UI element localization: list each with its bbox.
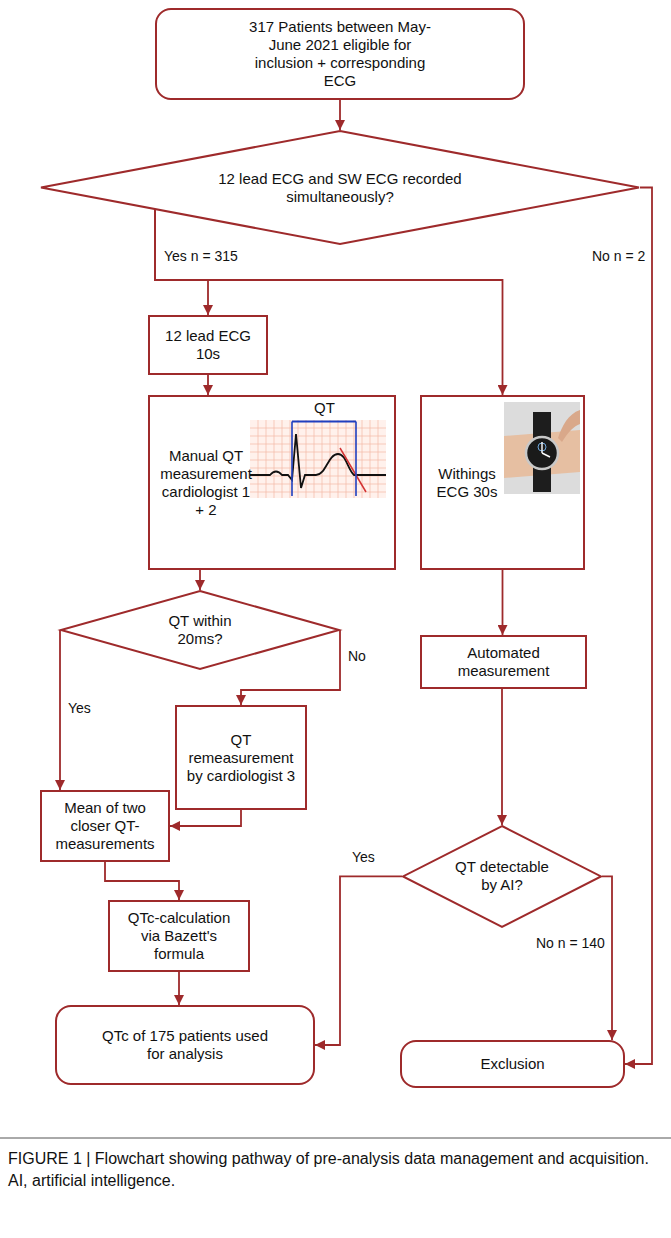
text-group: 12 lead ECG and SW ECG recorded simultan…: [190, 170, 490, 206]
node-text: Manual QT measurement cardiologist 1 + 2: [156, 447, 256, 519]
text-group: Withings ECG 30s: [428, 465, 506, 501]
text-group: Mean of two closer QT-measurements: [49, 799, 161, 853]
flow-connector: [602, 876, 612, 1040]
text-group: Exclusion: [480, 1055, 544, 1073]
edge-label: No n = 2: [590, 248, 647, 265]
node-text: QT remeasurement by cardiologist 3: [184, 731, 298, 785]
text-group: 12 lead ECG 10s: [157, 327, 259, 363]
terminal-box: QTc of 175 patients used for analysis: [55, 1005, 315, 1085]
flow-connector: [502, 570, 504, 635]
node-text: Automated measurement: [429, 644, 578, 680]
node-text: 317 Patients between May-June 2021 eligi…: [240, 18, 440, 90]
connector-group: [60, 100, 652, 1064]
node-text: Withings ECG 30s: [428, 465, 506, 501]
node-text: QTc-calculation via Bazett's formula: [117, 909, 241, 963]
text-group: Automated measurement: [429, 644, 578, 680]
flow-connector: [178, 972, 180, 1005]
text-group: Manual QT measurement cardiologist 1 + 2: [156, 447, 256, 519]
diamond-shape: [61, 591, 339, 669]
flow-connector: [501, 689, 503, 825]
process-box: Manual QT measurement cardiologist 1 + 2: [148, 395, 396, 570]
terminal-box: 317 Patients between May-June 2021 eligi…: [155, 8, 525, 100]
watch-hand: [541, 442, 542, 453]
process-box: Withings ECG 30s: [420, 395, 585, 570]
node-text: QT detectable by AI?: [447, 858, 557, 894]
process-box: QT remeasurement by cardiologist 3: [175, 705, 307, 810]
decision-diamond: 12 lead ECG and SW ECG recorded simultan…: [40, 130, 640, 245]
flow-connector: [199, 570, 201, 590]
caption-rule: [0, 1138, 671, 1139]
flow-connector: [105, 862, 179, 900]
watch-case: [526, 437, 558, 469]
edge-label: No n = 140: [534, 935, 607, 952]
node-text: 12 lead ECG 10s: [157, 327, 259, 363]
flow-connector: [339, 100, 341, 130]
qt-end-marker: [355, 422, 357, 497]
edge-label: Yes: [350, 849, 377, 866]
edge-label: No: [346, 648, 368, 665]
photo-background: [504, 402, 580, 494]
text-group: QT remeasurement by cardiologist 3: [184, 731, 298, 785]
text-group: QT detectable by AI?: [447, 858, 557, 894]
process-box: 12 lead ECG 10s: [148, 315, 268, 375]
decision-diamond: QT within 20ms?: [60, 590, 340, 670]
flow-connector: [315, 876, 402, 1045]
diamond-shape: [403, 826, 601, 927]
edge-label: Yes: [66, 700, 93, 717]
process-box: QTc-calculation via Bazett's formula: [108, 900, 250, 972]
decision-diamond: QT detectable by AI?: [402, 825, 602, 928]
ecg-paper: [250, 420, 386, 498]
node-text: Mean of two closer QT-measurements: [49, 799, 161, 853]
diamond-shape: [41, 131, 639, 244]
watch-hand: [542, 453, 550, 457]
terminal-box: Exclusion: [400, 1040, 625, 1088]
qt-start-marker: [291, 422, 293, 497]
ecg-grid: [250, 420, 386, 498]
flow-connector: [170, 810, 241, 826]
watch-photo: [504, 402, 580, 494]
node-text: QTc of 175 patients used for analysis: [100, 1027, 270, 1063]
flow-connector: [625, 188, 652, 1065]
process-box: Automated measurement: [420, 635, 587, 689]
interval-label: QT: [312, 399, 337, 417]
node-text: 12 lead ECG and SW ECG recorded simultan…: [190, 170, 490, 206]
node-text: QT within 20ms?: [155, 612, 245, 648]
finger: [558, 410, 580, 442]
edge-label: Yes n = 315: [162, 248, 240, 265]
figure-caption: FIGURE 1 | Flowchart showing pathway of …: [8, 1148, 663, 1191]
tangent-line: [340, 448, 366, 492]
ecg-illustration: [250, 420, 386, 498]
ecg-trace: [250, 434, 386, 488]
text-group: QTc-calculation via Bazett's formula: [117, 909, 241, 963]
qt-interval-bar: [292, 421, 356, 423]
node-text: Exclusion: [480, 1055, 544, 1073]
text-group: 317 Patients between May-June 2021 eligi…: [240, 18, 440, 90]
flow-connector: [59, 630, 61, 790]
flow-connector: [207, 375, 209, 395]
text-group: QT within 20ms?: [155, 612, 245, 648]
text-group: QTc of 175 patients used for analysis: [100, 1027, 270, 1063]
process-box: Mean of two closer QT-measurements: [40, 790, 170, 862]
